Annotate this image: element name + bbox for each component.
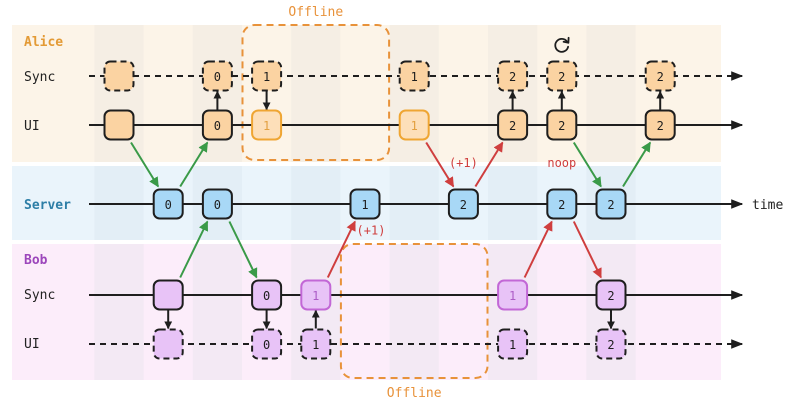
state-node-alice-sync: 2 bbox=[546, 36, 578, 92]
state-node-alice-ui: 1 bbox=[251, 109, 283, 141]
state-version-label: 0 bbox=[165, 198, 172, 212]
state-node-alice-ui: 2 bbox=[644, 109, 676, 141]
state-node-server: 1 bbox=[349, 188, 381, 220]
time-column-stripe bbox=[389, 244, 439, 380]
state-version-label: 1 bbox=[509, 338, 516, 352]
time-column-stripe bbox=[586, 25, 636, 162]
state-version-label: 1 bbox=[509, 289, 516, 303]
state-version-label: 1 bbox=[263, 70, 270, 84]
state-version-label: 1 bbox=[263, 119, 270, 133]
time-column-stripe bbox=[389, 25, 439, 162]
offline-label: Offline bbox=[387, 386, 442, 401]
state-node-bob-sync: 2 bbox=[595, 279, 627, 311]
panel-title-server: Server bbox=[24, 198, 71, 213]
state-node-bob-ui: 2 bbox=[595, 328, 627, 360]
state-node-bob-sync: 1 bbox=[497, 279, 529, 311]
state-version-label: 1 bbox=[411, 119, 418, 133]
conflict-arrow bbox=[326, 220, 356, 278]
offline-period-bob: Offline bbox=[339, 243, 489, 401]
state-node-alice-sync: 2 bbox=[644, 60, 676, 92]
state-node-server: 2 bbox=[546, 188, 578, 220]
state-node-bob-sync bbox=[152, 279, 184, 311]
state-node-alice-ui: 1 bbox=[398, 109, 430, 141]
state-node-alice-sync: 2 bbox=[497, 60, 529, 92]
state-node-bob-ui: 1 bbox=[300, 328, 332, 360]
lane-label-alice-ui: UI bbox=[24, 119, 40, 134]
state-version-label: 0 bbox=[263, 289, 270, 303]
edge-label: (+1) bbox=[449, 156, 478, 170]
state-node-bob-sync: 1 bbox=[300, 279, 332, 311]
state-node-alice-sync: 0 bbox=[201, 60, 233, 92]
state-node-server: 2 bbox=[447, 188, 479, 220]
refresh-icon bbox=[554, 36, 570, 53]
state-version-label: 1 bbox=[361, 198, 368, 212]
state-version-label: 2 bbox=[607, 338, 614, 352]
state-node-alice-ui: 2 bbox=[546, 109, 578, 141]
time-axis-label: time bbox=[752, 198, 783, 213]
edge-label: (+1) bbox=[357, 224, 386, 238]
state-version-label: 0 bbox=[214, 119, 221, 133]
sync-arrow bbox=[622, 141, 652, 188]
state-node-alice-ui: 2 bbox=[497, 109, 529, 141]
state-node-bob-ui bbox=[152, 328, 184, 360]
time-column-stripe bbox=[488, 244, 538, 380]
edges-layer: (+1) (+1) noop bbox=[130, 90, 665, 330]
lane-label-bob-sync: Sync bbox=[24, 288, 55, 303]
state-node-server: 0 bbox=[152, 188, 184, 220]
conflict-arrow bbox=[425, 141, 455, 188]
state-node-server: 0 bbox=[201, 188, 233, 220]
offline-label: Offline bbox=[288, 5, 343, 20]
time-column-stripe bbox=[291, 25, 341, 162]
state-version-label: 2 bbox=[558, 70, 565, 84]
state-version-label: 2 bbox=[558, 198, 565, 212]
offline-period-alice: Offline bbox=[241, 5, 391, 161]
state-version-label: 1 bbox=[312, 338, 319, 352]
state-version-label: 2 bbox=[509, 70, 516, 84]
state-version-label: 1 bbox=[312, 289, 319, 303]
time-column-stripe bbox=[94, 244, 144, 380]
sync-arrow bbox=[179, 141, 209, 188]
state-version-label: 2 bbox=[460, 198, 467, 212]
lane-label-alice-sync: Sync bbox=[24, 70, 55, 85]
panel-title-bob: Bob bbox=[24, 253, 48, 268]
state-version-label: 2 bbox=[558, 119, 565, 133]
time-column-stripe bbox=[94, 25, 144, 162]
conflict-arrow bbox=[474, 141, 504, 188]
state-node-server: 2 bbox=[595, 188, 627, 220]
state-version-label: 2 bbox=[509, 119, 516, 133]
sync-arrow bbox=[228, 221, 258, 279]
state-node-bob-ui: 0 bbox=[251, 328, 283, 360]
state-node-alice-sync: 1 bbox=[398, 60, 430, 92]
state-version-label: 0 bbox=[214, 70, 221, 84]
nodes-layer: 0 1 1 2 2 2 0 1 1 2 2 2 0 0 1 2 2 2 0 1 1 2 0 1 1 2 bbox=[103, 36, 676, 360]
edge-label: noop bbox=[547, 156, 576, 170]
state-node-alice-ui: 0 bbox=[201, 109, 233, 141]
time-column-stripe bbox=[192, 244, 242, 380]
sync-arrow bbox=[572, 141, 602, 188]
state-version-label: 2 bbox=[607, 198, 614, 212]
sync-arrow bbox=[130, 141, 160, 188]
lane-label-bob-ui: UI bbox=[24, 337, 40, 352]
state-node-alice-sync bbox=[103, 60, 135, 92]
conflict-arrow bbox=[523, 220, 553, 278]
panel-title-alice: Alice bbox=[24, 35, 63, 50]
state-node-bob-ui: 1 bbox=[497, 328, 529, 360]
state-version-label: 0 bbox=[263, 338, 270, 352]
state-version-label: 2 bbox=[607, 289, 614, 303]
state-node-bob-sync: 0 bbox=[251, 279, 283, 311]
state-version-label: 1 bbox=[411, 70, 418, 84]
state-version-label: 0 bbox=[214, 198, 221, 212]
conflict-arrow bbox=[572, 221, 602, 279]
state-node-alice-sync: 1 bbox=[251, 60, 283, 92]
state-version-label: 2 bbox=[657, 119, 664, 133]
sync-arrow bbox=[179, 220, 209, 278]
state-node-alice-ui bbox=[103, 109, 135, 141]
state-version-label: 2 bbox=[657, 70, 664, 84]
